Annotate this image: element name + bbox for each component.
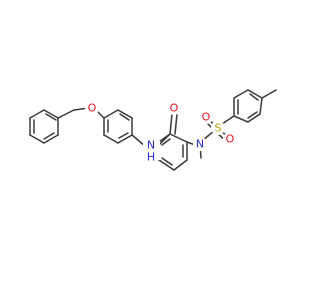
- bond-23: [169, 113, 173, 135]
- bond-25: [169, 133, 188, 143]
- bond-5: [29, 134, 45, 144]
- bond-19: [119, 113, 130, 121]
- bond-4: [43, 134, 59, 144]
- atom-n-sulfonamide: N: [193, 137, 207, 151]
- atom-label-o-sulfonyl-b: O: [226, 133, 235, 146]
- bond-15: [117, 134, 133, 144]
- bond-20: [118, 132, 129, 139]
- atom-label-n-sulfonamide: N: [196, 138, 204, 151]
- atom-label-o-ether: O: [88, 102, 97, 115]
- bond-50: [247, 111, 258, 119]
- atom-n-amide: N H: [143, 139, 160, 164]
- atom-label-o-sulfonyl-a: O: [202, 111, 211, 124]
- atom-label-s-sulfonyl: S: [215, 122, 222, 135]
- bond-24: [174, 113, 178, 135]
- bond-16: [103, 134, 119, 144]
- bond-28: [158, 159, 175, 171]
- bond-2: [43, 109, 59, 119]
- bond-8: [43, 132, 55, 140]
- bond-7: [45, 113, 57, 121]
- bond-42: [233, 115, 249, 123]
- bond-43: [247, 113, 261, 123]
- atom-label-n-amide-hydrogen: H: [147, 151, 155, 164]
- atom-o-carbonyl: O: [167, 101, 181, 115]
- bond-51: [261, 89, 277, 99]
- atom-o-sulfonyl-b: O: [223, 132, 237, 146]
- bond-33: [161, 138, 171, 146]
- bond-9: [57, 109, 75, 119]
- molecule-structure: O N H O N S O O: [29, 89, 277, 171]
- bond-45: [247, 89, 263, 99]
- atom-label-layer: O N H O N S O O: [85, 101, 237, 164]
- atom-o-sulfonyl-a: O: [199, 110, 213, 124]
- bond-27: [173, 159, 188, 171]
- bond-13: [117, 109, 133, 119]
- atom-label-o-carbonyl: O: [170, 102, 179, 115]
- bond-49: [249, 93, 259, 101]
- atom-label-n-amide: N: [147, 139, 155, 152]
- bond-32: [161, 157, 173, 166]
- bond-44: [259, 97, 263, 115]
- atom-o-ether: O: [85, 101, 99, 115]
- bond-30: [158, 133, 171, 143]
- bond-46: [233, 89, 249, 99]
- bond-41: [221, 115, 235, 125]
- bond-36: [202, 130, 215, 141]
- bond-12: [103, 109, 119, 119]
- atom-s-sulfonyl: S: [211, 121, 225, 135]
- bond-21: [131, 134, 146, 147]
- bond-1: [29, 109, 45, 119]
